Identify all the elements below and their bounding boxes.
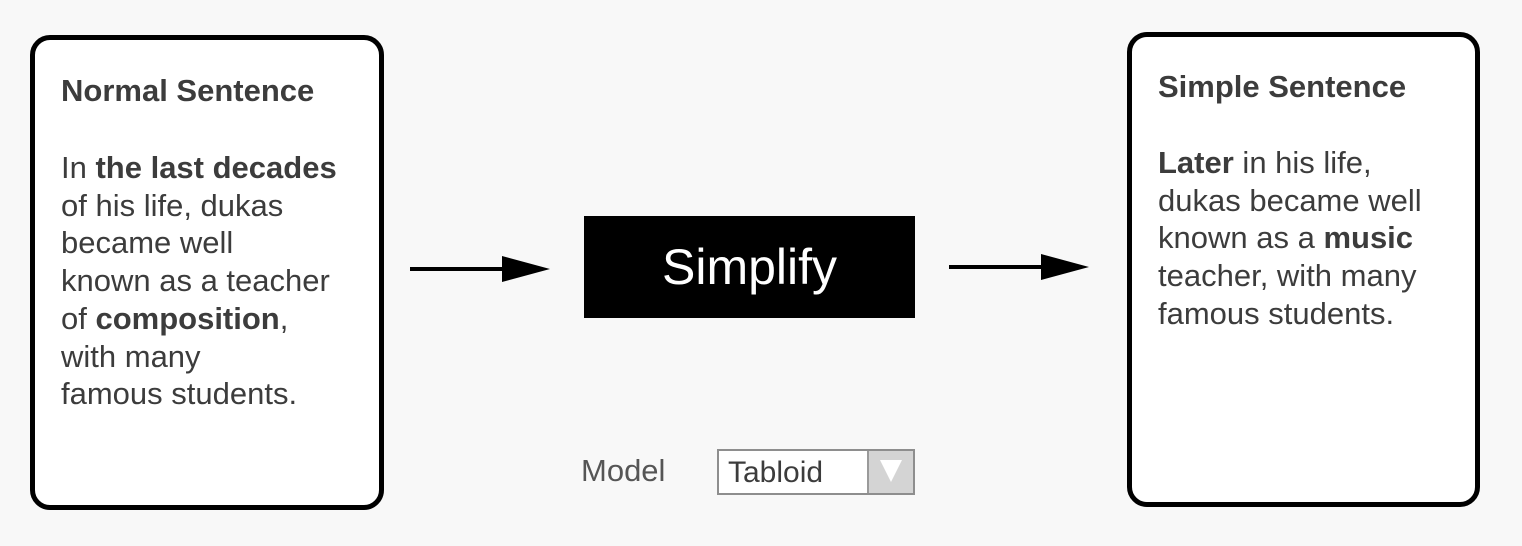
arrow-right-icon (949, 254, 1089, 280)
highlighted-phrase: music (1323, 220, 1414, 256)
text-line: of his life, dukas (61, 187, 337, 225)
highlighted-phrase: composition (95, 300, 280, 336)
text-run: of his life, dukas (61, 187, 284, 223)
text-run: dukas became well (1158, 182, 1422, 218)
text-line: known as a music (1158, 219, 1422, 257)
text-run: , (279, 300, 289, 336)
text-run: famous students. (61, 376, 298, 412)
text-line: teacher, with many (1158, 257, 1422, 295)
arrow-right-icon (410, 256, 550, 282)
model-select-value: Tabloid (728, 456, 824, 489)
text-run: known as a teacher (61, 263, 330, 299)
text-run: teacher, with many (1158, 258, 1417, 294)
model-select-toggle[interactable] (867, 451, 913, 493)
normal-sentence-title: Normal Sentence (61, 73, 315, 108)
text-run: of (61, 300, 96, 336)
text-line: known as a teacher (61, 262, 337, 300)
text-line: Later in his life, (1158, 144, 1422, 182)
text-line: became well (61, 224, 337, 262)
text-line: In the last decades (61, 149, 337, 187)
text-line: dukas became well (1158, 182, 1422, 220)
text-run: known as a (1158, 220, 1324, 256)
simple-sentence-title: Simple Sentence (1158, 69, 1407, 104)
text-run: with many (61, 338, 201, 374)
highlighted-phrase: Later (1158, 145, 1234, 180)
highlighted-phrase: the last decades (95, 150, 337, 185)
simplify-button[interactable]: Simplify (584, 216, 915, 318)
text-line: famous students. (61, 375, 337, 413)
text-run: in his life, (1233, 145, 1372, 180)
text-run: became well (61, 225, 234, 261)
text-run: famous students. (1158, 295, 1395, 331)
text-line: with many (61, 338, 337, 376)
model-label: Model (581, 453, 666, 488)
simple-sentence-card: Simple Sentence Later in his life,dukas … (1127, 32, 1480, 507)
text-line: famous students. (1158, 295, 1422, 333)
triangle-down-icon (880, 460, 902, 482)
text-run: In (61, 150, 96, 185)
model-select[interactable]: Tabloid (717, 449, 915, 495)
text-line: of composition, (61, 300, 337, 338)
